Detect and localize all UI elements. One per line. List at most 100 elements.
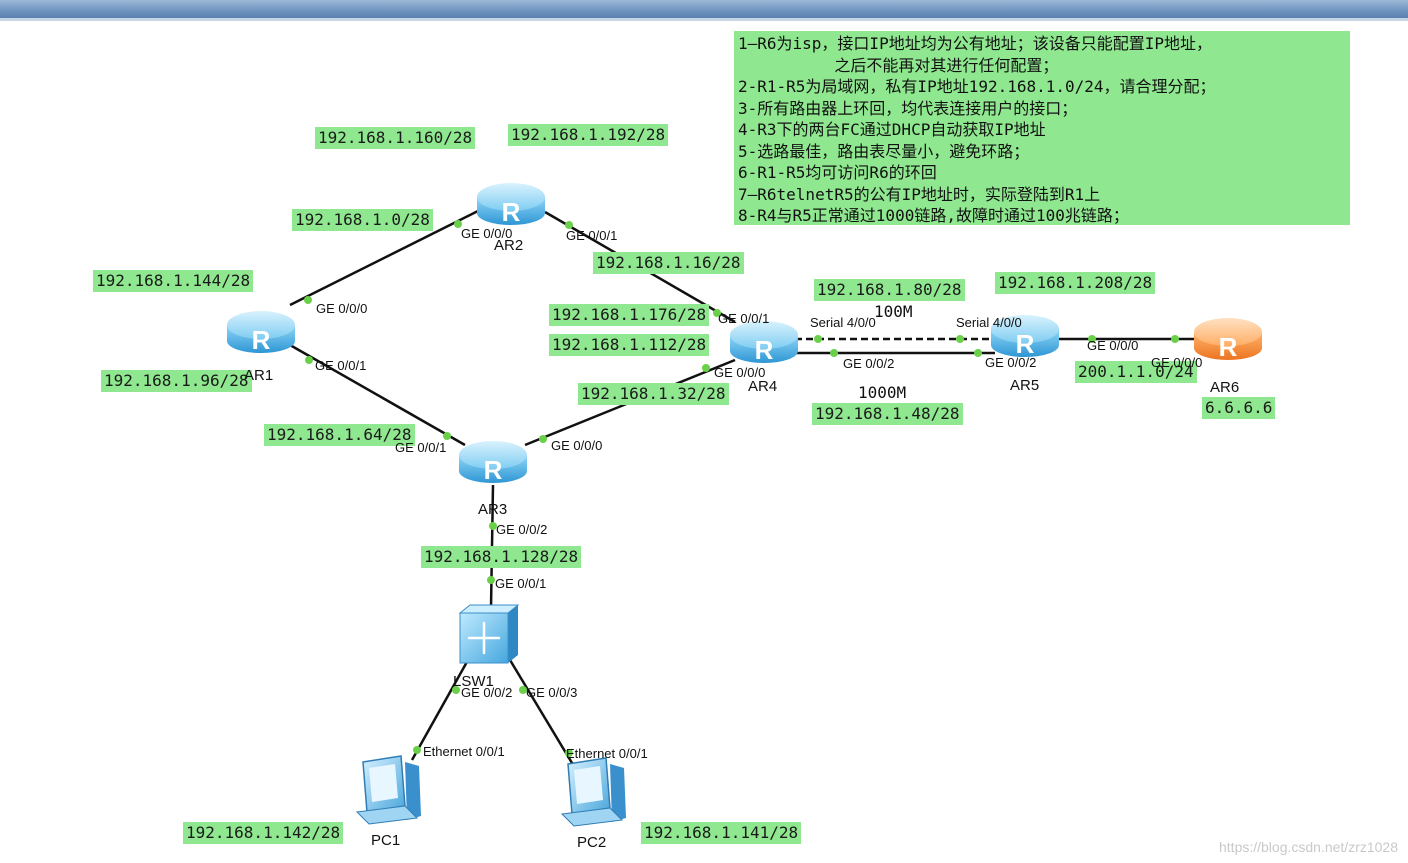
port-label: GE 0/0/2: [843, 356, 895, 371]
port-label: GE 0/0/1: [315, 358, 367, 373]
port-label: GE 0/0/0: [714, 365, 766, 380]
pc-ip-label: 192.168.1.141/28: [641, 822, 802, 844]
device-label-lsw1: LSW1: [453, 673, 494, 690]
subnet-label: 192.168.1.112/28: [549, 334, 710, 356]
port-dot: [489, 522, 497, 530]
device-label-ar5: AR5: [1010, 377, 1040, 394]
port-label: GE 0/0/3: [526, 685, 578, 700]
port-dot: [814, 335, 822, 343]
subnet-label: 192.168.1.96/28: [101, 370, 252, 392]
link-lsw1-pc1: [410, 659, 470, 761]
svg-text:R: R: [484, 455, 503, 485]
device-label-pc1: PC1: [371, 832, 401, 849]
pc-icon[interactable]: [355, 755, 421, 825]
port-dot: [452, 686, 460, 694]
port-dots: [304, 220, 1179, 757]
subnet-label: 192.168.1.208/28: [995, 272, 1156, 294]
port-dot: [539, 435, 547, 443]
router-icon[interactable]: R: [730, 321, 798, 365]
watermark: https://blog.csdn.net/zrz1028: [1219, 839, 1398, 855]
subnet-label: 192.168.1.80/28: [814, 279, 965, 301]
port-label: Ethernet 0/0/1: [423, 744, 505, 759]
router-icon[interactable]: R: [477, 183, 545, 227]
note-line: 4-R3下的两台FC通过DHCP自动获取IP地址: [738, 120, 1046, 139]
svg-text:R: R: [1219, 332, 1238, 362]
note-line: 3-所有路由器上环回，均代表连接用户的接口；: [738, 98, 1078, 118]
port-dot: [1088, 335, 1096, 343]
port-dot: [305, 356, 313, 364]
svg-text:R: R: [755, 335, 774, 365]
speed-label-1000m: 1000M: [858, 383, 907, 402]
device-label-ar3: AR3: [478, 501, 508, 518]
port-dot: [413, 746, 421, 754]
link-ar1-ar2: [289, 208, 481, 307]
subnet-label: 192.168.1.128/28: [421, 546, 582, 568]
requirements-notes: 1—R6为isp，接口IP地址均为公有地址；该设备只能配置IP地址， 之后不能再…: [734, 31, 1350, 225]
port-label: GE 0/0/1: [395, 440, 447, 455]
router-icon[interactable]: R: [459, 441, 527, 485]
note-line: 5-选路最佳，路由表尽量小，避免环路；: [738, 141, 1030, 161]
svg-text:R: R: [252, 325, 271, 355]
port-dot: [454, 220, 462, 228]
window-title-bar: [0, 0, 1408, 18]
port-dot: [830, 349, 838, 357]
port-dot: [713, 309, 721, 317]
port-label: GE 0/0/0: [1151, 355, 1203, 370]
port-label: GE 0/0/2: [461, 685, 513, 700]
port-label: GE 0/0/1: [566, 228, 618, 243]
device-label-ar2: AR2: [494, 237, 524, 254]
note-line: 1—R6为isp，接口IP地址均为公有地址；该设备只能配置IP地址，: [738, 34, 1212, 53]
subnet-label: 192.168.1.48/28: [812, 403, 963, 425]
subnet-label: 192.168.1.144/28: [93, 270, 254, 292]
port-label: GE 0/0/2: [985, 355, 1037, 370]
note-line: 2-R1-R5为局域网，私有IP地址192.168.1.0/24，请合理分配；: [738, 77, 1216, 96]
subnet-label: 192.168.1.192/28: [508, 124, 669, 146]
port-label: GE 0/0/1: [495, 576, 547, 591]
port-dot: [565, 221, 573, 229]
device-label-ar1: AR1: [244, 367, 274, 384]
port-label: GE 0/0/0: [316, 301, 368, 316]
note-line: 8-R4与R5正常通过1000链路,故障时通过100兆链路；: [738, 206, 1129, 225]
subnet-label: 192.168.1.176/28: [549, 304, 710, 326]
port-dot: [519, 686, 527, 694]
port-label: GE 0/0/0: [461, 226, 513, 241]
port-dot: [443, 432, 451, 440]
port-label: GE 0/0/0: [551, 438, 603, 453]
subnet-label: 200.1.1.0/24: [1075, 361, 1197, 383]
subnet-label: 192.168.1.16/28: [593, 252, 744, 274]
title-bar-divider: [0, 18, 1408, 21]
router-icon[interactable]: R: [227, 311, 295, 355]
router-icon[interactable]: R: [991, 315, 1059, 359]
link-ar1-ar3: [289, 343, 466, 447]
device-label-ar6: AR6: [1210, 379, 1240, 396]
subnet-label: 192.168.1.32/28: [578, 383, 729, 405]
speed-label-100m: 100M: [874, 302, 913, 321]
subnet-label: 192.168.1.160/28: [315, 127, 476, 149]
port-dot: [1171, 335, 1179, 343]
port-dot: [702, 364, 710, 372]
subnet-label: 192.168.1.64/28: [264, 424, 415, 446]
port-dot: [974, 349, 982, 357]
link-lsw1-pc2: [508, 659, 577, 769]
switch-icon[interactable]: [458, 604, 520, 664]
router-icon[interactable]: R: [1194, 318, 1262, 362]
port-label: Serial 4/0/0: [810, 315, 876, 330]
subnet-label: 192.168.1.0/28: [292, 209, 433, 231]
pc-icon[interactable]: [560, 757, 626, 827]
port-dot: [565, 749, 573, 757]
device-label-pc2: PC2: [577, 834, 607, 851]
device-label-ar4: AR4: [748, 378, 778, 395]
port-label: Serial 4/0/0: [956, 315, 1022, 330]
port-label: GE 0/0/0: [1087, 338, 1139, 353]
port-label: GE 0/0/2: [496, 522, 548, 537]
svg-text:R: R: [502, 197, 521, 227]
svg-text:R: R: [1016, 329, 1035, 359]
port-dot: [956, 335, 964, 343]
loopback-label: 6.6.6.6: [1202, 397, 1276, 419]
port-label: Ethernet 0/0/1: [566, 746, 648, 761]
note-line: 6-R1-R5均可访问R6的环回: [738, 163, 937, 182]
port-label: GE 0/0/1: [718, 311, 770, 326]
port-dot: [487, 576, 495, 584]
pc-ip-label: 192.168.1.142/28: [183, 822, 344, 844]
